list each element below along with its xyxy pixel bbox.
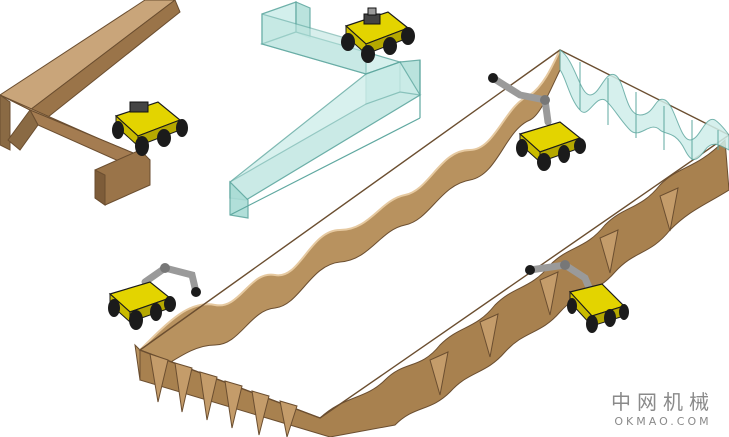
wavy-cardboard-enclosure [134, 49, 729, 437]
watermark-primary: 中网机械 [611, 390, 715, 414]
robot-top-center [341, 7, 415, 63]
cardboard-corner-wall [0, 0, 181, 206]
robot-left-wall [112, 101, 188, 156]
wavy-glass-panel [559, 49, 729, 160]
robot-arm-upper [488, 73, 586, 171]
robot-arm-left [108, 263, 201, 330]
watermark-secondary: OKMAO.COM [614, 415, 712, 428]
robot-arm-right [525, 260, 629, 333]
glass-corner-wall [229, 1, 422, 219]
watermark: 中网机械 OKMAO.COM [611, 392, 715, 427]
